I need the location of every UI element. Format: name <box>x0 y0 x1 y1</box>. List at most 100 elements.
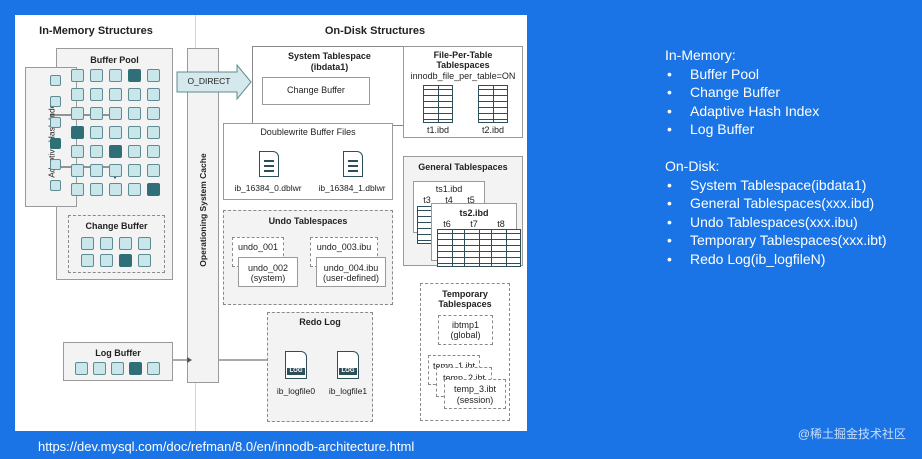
ts2-table-label: t7 <box>470 219 478 229</box>
buffer-pool-page <box>71 164 84 177</box>
source-url[interactable]: https://dev.mysql.com/doc/refman/8.0/en/… <box>38 439 415 454</box>
summary-item: Change Buffer <box>665 83 887 102</box>
os-cache <box>187 48 219 383</box>
log-buffer-page <box>129 362 142 375</box>
hash-entry <box>50 159 61 170</box>
summary-item: Undo Tablespaces(xxx.ibu) <box>665 213 887 232</box>
buffer-pool-page <box>128 88 141 101</box>
change-buffer-page <box>138 254 151 267</box>
document-line <box>264 160 274 162</box>
summary-panel: In-Memory: Buffer PoolChange BufferAdapt… <box>665 46 887 268</box>
undo-001-label: undo_001 <box>237 242 279 252</box>
table-icon <box>423 85 453 123</box>
in-memory-heading: In-Memory: <box>665 47 736 63</box>
hash-entry <box>50 75 61 86</box>
file-per-table-variable: innodb_file_per_table=ON <box>410 71 516 81</box>
table-col-line <box>479 230 480 266</box>
temp3 <box>444 379 506 409</box>
buffer-pool-page <box>147 164 160 177</box>
doublewrite-title: Doublewrite Buffer Files <box>260 127 356 137</box>
log-buffer-page <box>93 362 106 375</box>
change-buffer-page <box>81 254 94 267</box>
buffer-pool-page <box>71 145 84 158</box>
general-tablespaces-title: General Tablespaces <box>418 162 508 172</box>
buffer-pool-page <box>128 164 141 177</box>
logfile1-label: ib_logfile1 <box>328 386 368 396</box>
buffer-pool-page <box>71 183 84 196</box>
change-buffer-page <box>100 254 113 267</box>
buffer-pool-page <box>90 69 103 82</box>
file-per-table-title2: Tablespaces <box>436 60 490 70</box>
temporary-title1: Temporary <box>442 289 488 299</box>
change-buffer-memory-label: Change Buffer <box>85 221 148 231</box>
table-icon <box>437 229 467 267</box>
hash-entry <box>50 117 61 128</box>
undo-004-label: undo_004.ibu <box>323 263 379 273</box>
change-buffer-page <box>81 237 94 250</box>
buffer-pool-page <box>128 107 141 120</box>
summary-item: General Tablespaces(xxx.ibd) <box>665 194 887 213</box>
buffer-pool-label: Buffer Pool <box>90 55 139 65</box>
document-line <box>348 170 358 172</box>
architecture-diagram: In-Memory Structures On-Disk Structures … <box>15 15 527 431</box>
change-buffer-page <box>119 254 132 267</box>
buffer-pool-page <box>90 126 103 139</box>
buffer-pool-page <box>90 183 103 196</box>
temp1-label: temp_1.ibt <box>432 361 476 371</box>
summary-item: Adaptive Hash Index <box>665 102 887 121</box>
change-buffer-disk-label: Change Buffer <box>287 85 345 95</box>
undo-004 <box>316 257 386 287</box>
buffer-pool-page <box>147 145 160 158</box>
buffer-pool-page <box>90 88 103 101</box>
log-buffer-page <box>147 362 160 375</box>
table-col-line <box>493 86 494 122</box>
table-icon <box>478 85 508 123</box>
undo-002-sub: (system) <box>250 273 286 283</box>
undo-tablespaces-title: Undo Tablespaces <box>268 216 348 226</box>
buffer-pool-page <box>128 69 141 82</box>
summary-item: Buffer Pool <box>665 65 887 84</box>
table-icon <box>491 229 521 267</box>
document-line <box>264 165 274 167</box>
log-file-icon: LOG <box>285 351 307 379</box>
document-icon <box>259 151 279 177</box>
buffer-pool-page <box>128 126 141 139</box>
file-per-table-title1: File-Per-Table <box>433 50 493 60</box>
summary-item: Redo Log(ib_logfileN) <box>665 250 887 269</box>
on-disk-title: On-Disk Structures <box>324 25 426 37</box>
hash-entry <box>50 138 61 149</box>
t1-file-label: t1.ibd <box>426 125 450 135</box>
change-buffer-page <box>100 237 113 250</box>
buffer-pool-page <box>147 107 160 120</box>
ts1-table-label: t5 <box>467 195 475 205</box>
t2-file-label: t2.ibd <box>481 125 505 135</box>
temp3-label: temp_3.ibt <box>453 384 497 394</box>
buffer-pool-page <box>147 183 160 196</box>
buffer-pool-page <box>109 164 122 177</box>
summary-spacer <box>665 139 887 158</box>
buffer-pool-page <box>90 107 103 120</box>
ts1-label: ts1.ibd <box>435 184 463 194</box>
system-tablespace-subtitle: (ibdata1) <box>310 62 349 72</box>
buffer-pool-page <box>109 145 122 158</box>
buffer-pool-page <box>109 69 122 82</box>
buffer-pool-page <box>90 164 103 177</box>
log-buffer-page <box>75 362 88 375</box>
on-disk-heading: On-Disk: <box>665 158 720 174</box>
buffer-pool-page <box>109 107 122 120</box>
buffer-pool-page <box>147 126 160 139</box>
change-buffer-page <box>138 237 151 250</box>
buffer-pool-page <box>71 107 84 120</box>
on-disk-list: System Tablespace(ibdata1)General Tables… <box>665 176 887 269</box>
redo-log-title: Redo Log <box>299 317 341 327</box>
buffer-pool-page <box>109 88 122 101</box>
temp3-sub: (session) <box>456 395 494 405</box>
ibtmp1 <box>438 315 493 345</box>
buffer-pool-page <box>109 126 122 139</box>
summary-item: Log Buffer <box>665 120 887 139</box>
undo-002-label: undo_002 <box>247 263 289 273</box>
buffer-pool-page <box>71 126 84 139</box>
buffer-pool-page <box>128 183 141 196</box>
change-buffer-page <box>119 237 132 250</box>
hash-entry <box>50 96 61 107</box>
